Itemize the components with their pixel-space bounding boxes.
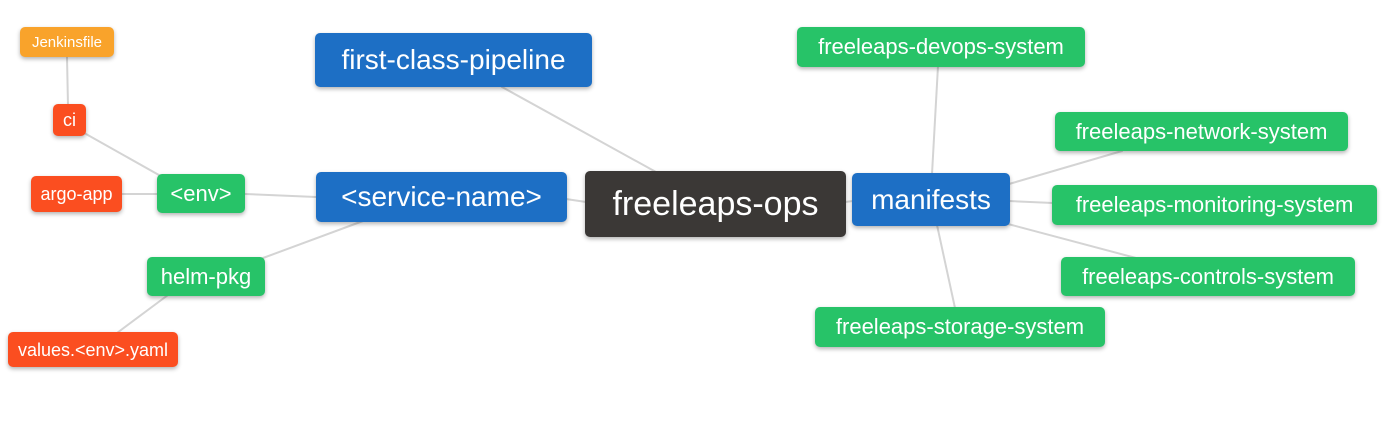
node-freeleaps-monitoring-system[interactable]: freeleaps-monitoring-system <box>1052 185 1377 225</box>
node-values-env-yaml[interactable]: values.<env>.yaml <box>8 332 178 367</box>
edge-ci--env <box>85 133 167 180</box>
node-first-class-pipeline[interactable]: first-class-pipeline <box>315 33 592 87</box>
node-manifests[interactable]: manifests <box>852 173 1010 226</box>
node-freeleaps-controls-system[interactable]: freeleaps-controls-system <box>1061 257 1355 296</box>
edge-manifests--freeleaps-monitoring-system <box>1008 200 1054 204</box>
node-service-name[interactable]: <service-name> <box>316 172 567 222</box>
node-argo-app[interactable]: argo-app <box>31 176 122 212</box>
node-label-freeleaps-devops-system: freeleaps-devops-system <box>818 34 1064 59</box>
edge-manifests--freeleaps-devops-system <box>931 65 939 175</box>
edge-manifests--freeleaps-storage-system <box>936 224 956 309</box>
edge-env--service-name <box>244 193 317 198</box>
edge-helm-pkg--values-env-yaml <box>116 294 169 334</box>
node-label-freeleaps-network-system: freeleaps-network-system <box>1075 118 1328 144</box>
node-label-env: <env> <box>170 180 232 206</box>
node-helm-pkg[interactable]: helm-pkg <box>147 257 265 296</box>
edge-first-class-pipeline--freeleaps-ops <box>501 86 657 173</box>
node-label-freeleaps-storage-system: freeleaps-storage-system <box>835 314 1085 339</box>
node-freeleaps-network-system[interactable]: freeleaps-network-system <box>1055 112 1348 151</box>
edge-jenkinsfile--ci <box>66 56 69 107</box>
edge-service-name--helm-pkg <box>262 220 364 259</box>
node-label-freeleaps-ops: freeleaps-ops <box>612 185 819 223</box>
node-label-ci: ci <box>63 110 76 130</box>
node-label-jenkinsfile: Jenkinsfile <box>31 33 103 51</box>
node-label-service-name: <service-name> <box>341 181 542 212</box>
node-label-manifests: manifests <box>871 183 991 215</box>
edge-manifests--freeleaps-controls-system <box>1007 223 1137 259</box>
node-label-argo-app: argo-app <box>40 184 113 204</box>
node-ci[interactable]: ci <box>53 104 86 136</box>
node-label-first-class-pipeline: first-class-pipeline <box>341 44 566 75</box>
node-freeleaps-ops[interactable]: freeleaps-ops <box>585 171 846 237</box>
node-freeleaps-storage-system[interactable]: freeleaps-storage-system <box>815 307 1105 347</box>
node-label-freeleaps-monitoring-system: freeleaps-monitoring-system <box>1075 192 1354 217</box>
edge-service-name--freeleaps-ops <box>565 198 587 203</box>
node-label-freeleaps-controls-system: freeleaps-controls-system <box>1082 263 1334 289</box>
edge-freeleaps-ops--manifests <box>844 200 854 203</box>
node-label-helm-pkg: helm-pkg <box>160 263 252 289</box>
edge-manifests--freeleaps-network-system <box>1008 150 1123 185</box>
node-label-values-env-yaml: values.<env>.yaml <box>17 339 169 360</box>
node-freeleaps-devops-system[interactable]: freeleaps-devops-system <box>797 27 1085 67</box>
node-jenkinsfile[interactable]: Jenkinsfile <box>20 27 114 57</box>
node-env[interactable]: <env> <box>157 174 245 213</box>
